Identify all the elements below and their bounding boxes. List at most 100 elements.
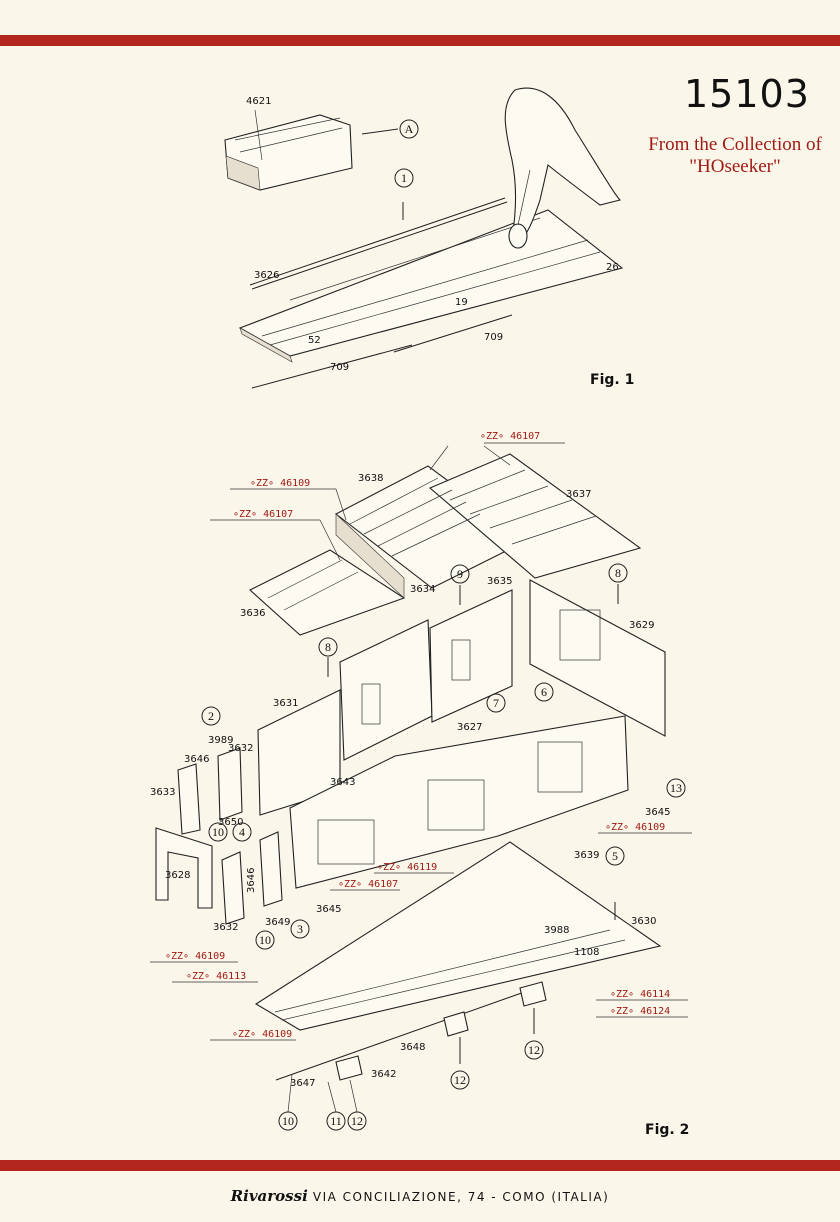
part-3629: 3629 — [629, 620, 654, 631]
fig1-callout-1-circle — [394, 168, 414, 188]
door-3632a — [217, 747, 243, 821]
part-3632-b: 3632 — [213, 922, 238, 933]
ref-46109-roof: ∘ZZ∘ 46109 — [250, 478, 310, 489]
callout-8a-label: 8 — [325, 640, 331, 654]
callout-6-label: 6 — [541, 685, 547, 699]
part-3646-b: 3646 — [246, 868, 257, 893]
company-address: VIA CONCILIAZIONE, 74 - COMO (ITALIA) — [312, 1190, 610, 1204]
ref-46109-frame: ∘ZZ∘ 46109 — [165, 951, 225, 962]
fig1-callout-a: A — [405, 122, 414, 136]
callout-10b-label: 10 — [259, 933, 271, 947]
fig1-base-plate — [238, 209, 624, 363]
fig1-part-52: 52 — [308, 335, 321, 346]
callout-6: 6 — [534, 682, 554, 702]
top-red-bar — [0, 35, 840, 46]
part-3633: 3633 — [150, 787, 175, 798]
wall-9 — [429, 589, 513, 723]
part-3639: 3639 — [574, 850, 599, 861]
fig1-callout-a-circle — [399, 119, 419, 139]
callout-10b: 10 — [255, 930, 275, 950]
rivarossi-logo: Rivarossi — [230, 1187, 308, 1205]
callout-7: 7 — [486, 693, 506, 713]
door-3632b — [221, 851, 245, 925]
part-3647: 3647 — [290, 1078, 315, 1089]
fig1-drawing: 4621 3626 709 709 52 19 26 A 1 — [224, 87, 624, 389]
callout-10a-label: 10 — [212, 825, 224, 839]
ref-46113: ∘ZZ∘ 46113 — [186, 971, 246, 982]
callout-11: 11 — [326, 1111, 346, 1131]
part-1108: 1108 — [574, 947, 599, 958]
callout-4-label: 4 — [239, 825, 245, 839]
callout-13: 13 — [666, 778, 686, 798]
callout-12a: 12 — [450, 1070, 470, 1090]
door-3633 — [177, 763, 201, 835]
callout-10a: 10 — [208, 822, 228, 842]
wall-left — [339, 619, 433, 761]
part-3635: 3635 — [487, 576, 512, 587]
ref-46124: ∘ZZ∘ 46124 — [610, 1006, 670, 1017]
part-3632-a: 3632 — [228, 743, 253, 754]
callout-3: 3 — [290, 919, 310, 939]
part-3646-a: 3646 — [184, 754, 209, 765]
callout-12c-label: 12 — [351, 1114, 363, 1128]
fig1-part-4621: 4621 — [246, 96, 271, 107]
part-3650: 3650 — [218, 817, 243, 828]
part-3645-a: 3645 — [316, 904, 341, 915]
clip-3642 — [335, 1055, 363, 1081]
ref-46107-roof-left: ∘ZZ∘ 46107 — [233, 509, 293, 520]
part-3636: 3636 — [240, 608, 265, 619]
part-3630: 3630 — [631, 916, 656, 927]
footer-address: Rivarossi VIA CONCILIAZIONE, 74 - COMO (… — [0, 1186, 840, 1205]
part-3642: 3642 — [371, 1069, 396, 1080]
fig1-part-709b: 709 — [484, 332, 503, 343]
callout-9-label: 9 — [457, 567, 463, 581]
fig1-rack-strip-2 — [393, 314, 513, 353]
part-3645-b: 3645 — [645, 807, 670, 818]
window-strip-3634 — [335, 513, 405, 599]
reference-leaders — [150, 442, 692, 1041]
fig1-label: Fig. 1 — [590, 372, 635, 388]
part-3989: 3989 — [208, 735, 233, 746]
callout-7-label: 7 — [493, 696, 499, 710]
callout-10c: 10 — [278, 1111, 298, 1131]
part-3627: 3627 — [457, 722, 482, 733]
ref-46119: ∘ZZ∘ 46119 — [377, 862, 437, 873]
fig1-rack-strip-1 — [251, 344, 413, 389]
clip-12a — [443, 1011, 469, 1037]
part-3637: 3637 — [566, 489, 591, 500]
detail-a-leader — [361, 128, 399, 135]
callout-2: 2 — [201, 706, 221, 726]
bottom-red-bar — [0, 1160, 840, 1171]
part-3643: 3643 — [330, 777, 355, 788]
callout-13-label: 13 — [670, 781, 682, 795]
part-3649: 3649 — [265, 917, 290, 928]
clip-12b — [519, 981, 547, 1007]
fig2-drawing — [150, 442, 692, 1081]
wall-3629 — [529, 579, 666, 737]
fig1-rod — [249, 197, 506, 286]
ref-46109-front: ∘ZZ∘ 46109 — [605, 822, 665, 833]
frame-3628 — [155, 827, 213, 909]
callout-8b: 8 — [608, 563, 628, 583]
callout-4: 4 — [232, 822, 252, 842]
part-3638: 3638 — [358, 473, 383, 484]
collection-note-line-2: "HOseeker" — [689, 156, 781, 177]
callout-10c-label: 10 — [282, 1114, 294, 1128]
callout-9: 9 — [450, 564, 470, 584]
callout-11-label: 11 — [330, 1114, 342, 1128]
door-3646 — [259, 831, 283, 907]
ref-46109-base: ∘ZZ∘ 46109 — [232, 1029, 292, 1040]
fig1-part-709a: 709 — [330, 362, 349, 373]
part-3648: 3648 — [400, 1042, 425, 1053]
roof-3637 — [428, 453, 642, 579]
hand-with-screwdriver-drawing — [504, 87, 622, 249]
callout-12b: 12 — [524, 1040, 544, 1060]
fig1-callout-1: 1 — [401, 171, 407, 185]
callout-8a: 8 — [318, 637, 338, 657]
model-number: 15103 — [684, 72, 810, 116]
front-wall — [289, 715, 629, 889]
collection-note-line-1: From the Collection of — [648, 134, 822, 155]
callout-12b-label: 12 — [528, 1043, 540, 1057]
fig2-label: Fig. 2 — [645, 1122, 690, 1138]
